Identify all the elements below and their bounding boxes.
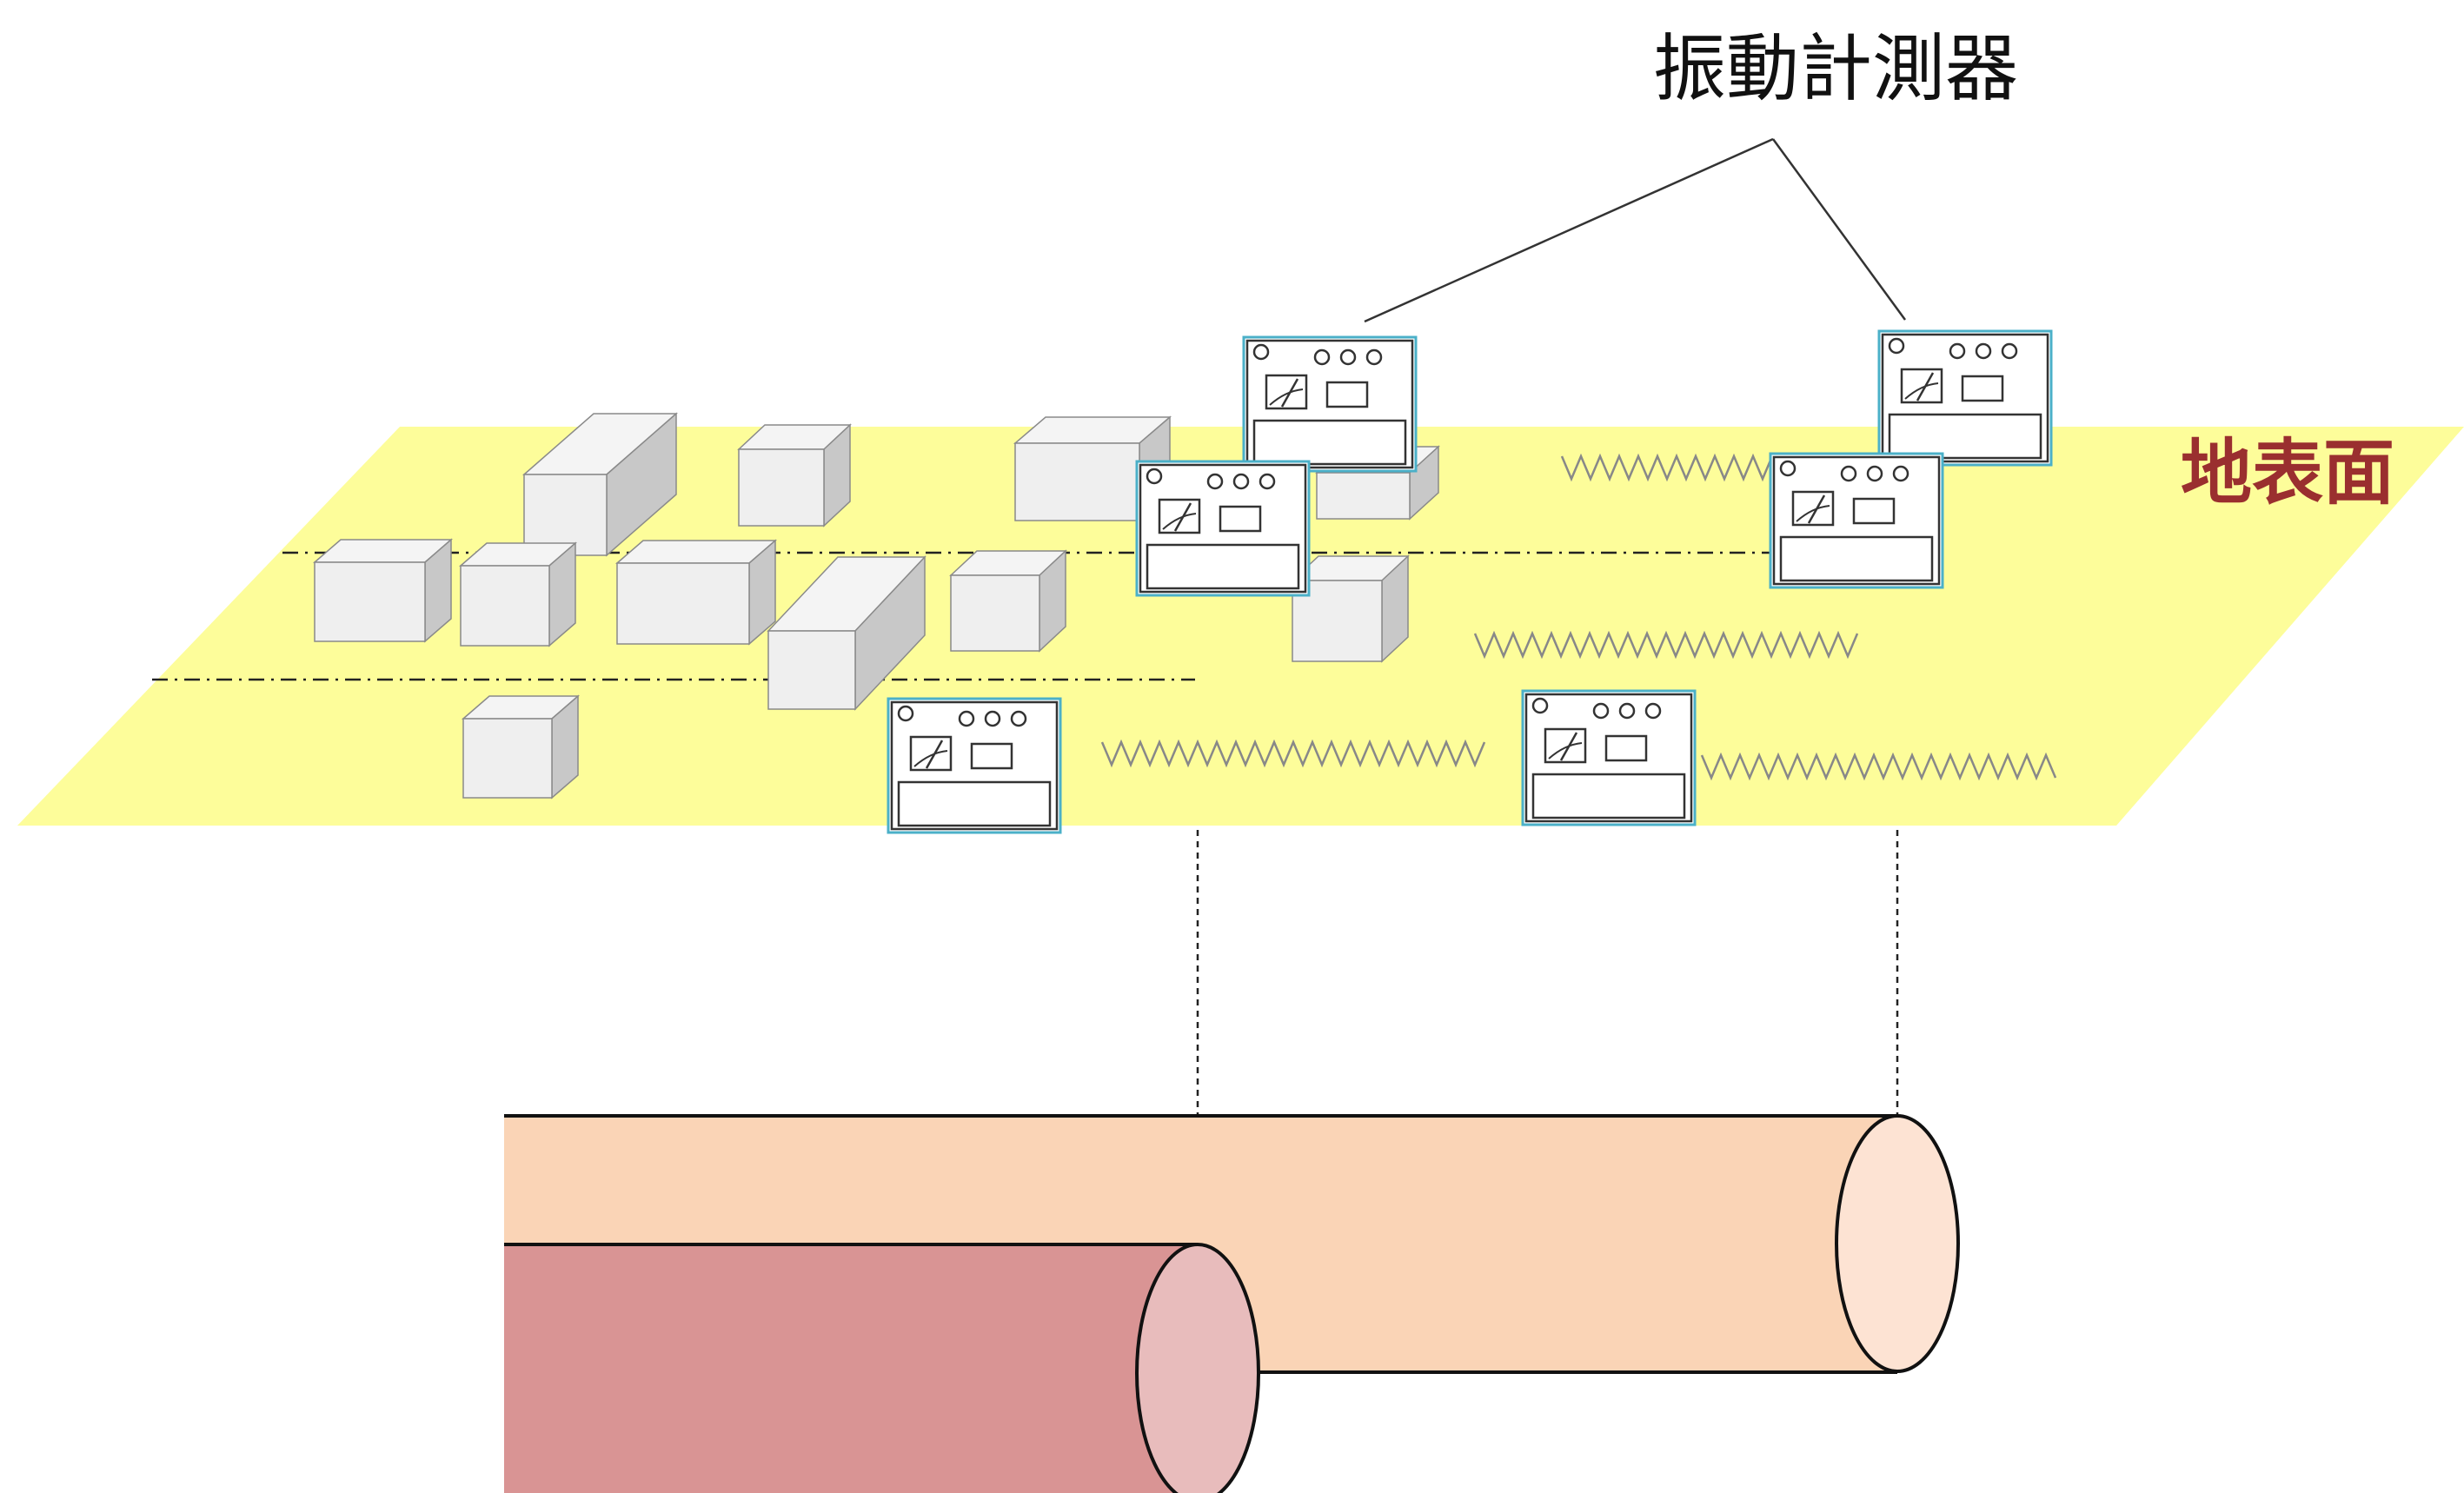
meter-gauge-arc [913,750,948,767]
meter-gauge-arc [1548,742,1583,760]
building-6 [458,541,578,647]
meter-knob [1975,342,1992,360]
vibration-wave-4 [1700,752,2057,781]
meter-knob [1840,465,1857,482]
building-4 [522,412,678,557]
meter-needle [1559,732,1578,761]
meter-knob [1339,348,1357,366]
meter-knob [1313,348,1331,366]
meter-knob [1866,465,1883,482]
meter-body [1245,339,1414,469]
meter-needle [1280,378,1299,408]
meter-knob [1644,702,1662,720]
leader-line-right [1771,138,1907,321]
building-front [523,474,608,556]
instruments-group [887,329,2053,834]
meter-gauge-arc [1904,382,1939,400]
building-7 [614,539,778,646]
meter-knob [1010,710,1027,727]
meter-display [1852,497,1896,525]
meter-display [1325,381,1369,408]
meter-body [1139,463,1307,594]
meter-knob [1232,473,1250,490]
meter-screen [897,780,1052,827]
meter-display [1961,375,2004,402]
meter-needle [1916,372,1935,401]
vibration-wave-2 [1473,630,1859,660]
vibration-wave-1 [1560,453,1774,482]
meter-body [890,700,1059,831]
meter-gauge-arc [1162,513,1197,530]
meter-knob [1146,468,1163,485]
meter-display [970,742,1013,770]
meter-screen [1888,413,2042,460]
meter-gauge [1265,374,1308,410]
meter-knob [1259,473,1276,490]
meter-display [1604,734,1648,762]
vibration-meter-icon [1242,335,1418,473]
vibration-meter-icon [1877,329,2053,467]
vibration-meter-icon [1521,689,1697,826]
building-11 [461,694,581,800]
meter-screen [1252,419,1407,466]
meter-needle [925,740,944,769]
meter-gauge-arc [1269,388,1304,406]
building-front [950,574,1040,652]
instrument-label: 振動計測器 [1653,26,2018,111]
building-8 [767,555,926,711]
tunnel-front [504,1243,1260,1493]
meter-knob [897,705,914,722]
tunnel-front-body [504,1244,1198,1493]
building-front [460,565,550,647]
tunnel-front-end-face [1135,1243,1260,1493]
meter-gauge [1791,490,1835,527]
building-9 [949,549,1067,653]
meter-knob [1949,342,1966,360]
meter-knob [1592,702,1610,720]
building-front [462,718,553,799]
building-front [767,630,856,710]
building-front [1014,442,1140,521]
meter-needle [1807,494,1826,524]
meter-screen [1779,535,1934,582]
meter-knob [1252,343,1270,361]
building-top [614,540,778,564]
meter-gauge-arc [1796,505,1830,522]
meter-screen [1146,543,1300,590]
building-3 [737,423,852,528]
meter-screen [1531,773,1686,819]
meter-knob [1779,460,1797,477]
meter-knob [958,710,975,727]
meter-knob [1206,473,1224,490]
building-front [314,561,426,642]
building-front [616,562,750,645]
meter-body [1772,455,1941,586]
meter-display [1219,505,1262,533]
vibration-meter-icon [887,697,1062,834]
meter-gauge [1158,498,1201,534]
building-5 [312,538,454,643]
vibration-wave-3 [1100,739,1486,768]
meter-knob [1888,337,1905,355]
vibration-meter-icon [1769,452,1944,589]
meter-knob [2001,342,2018,360]
meter-knob [1618,702,1636,720]
building-front [738,448,825,527]
meter-knob [984,710,1001,727]
building-front [1316,472,1411,520]
meter-knob [1365,348,1383,366]
meter-knob [1531,697,1549,714]
meter-body [1524,693,1693,823]
meter-body [1881,333,2049,463]
ground-surface-label: 地表面 [2181,432,2394,514]
meter-needle [1173,502,1192,532]
leader-line-left [1364,137,1774,323]
tunnel-back-end-face [1835,1114,1960,1373]
vibration-meter-icon [1135,460,1311,597]
meter-knob [1892,465,1909,482]
building-10 [1291,554,1410,663]
